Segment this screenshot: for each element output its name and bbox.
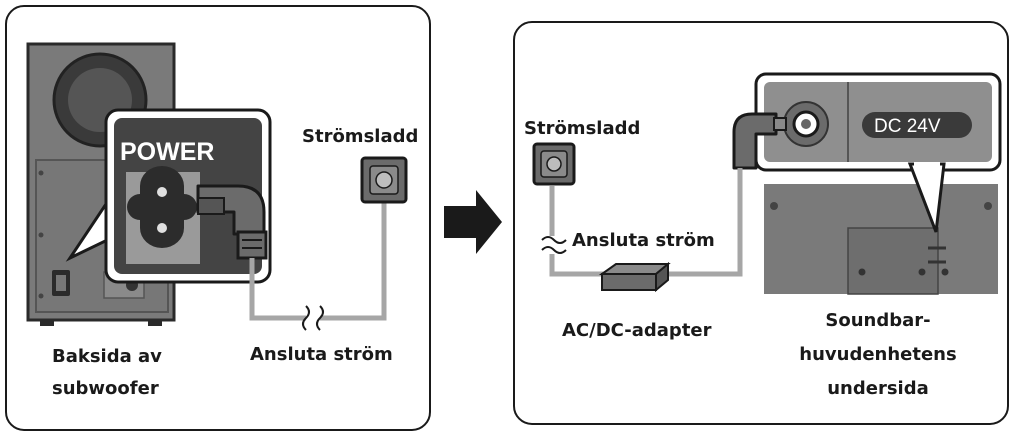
soundbar-caption-line2: huvudenhetens (799, 344, 956, 365)
right-panel: DC 24V Strömsladd Ansluta ström AC/DC-ad… (513, 21, 1009, 425)
left-connect-label: Ansluta ström (250, 344, 393, 365)
left-panel: POWER Strömsladd Ansluta ström Ba (5, 5, 431, 431)
power-plug-icon (196, 184, 268, 260)
dc-jack-callout: DC 24V (754, 72, 1002, 233)
right-cord-label: Strömsladd (524, 118, 640, 139)
wall-outlet-icon (532, 142, 576, 186)
subwoofer-caption-line1: Baksida av (52, 346, 162, 367)
dc-plug-icon (732, 112, 787, 170)
power-inlet-callout: POWER (65, 108, 272, 284)
soundbar-caption-line1: Soundbar- (825, 310, 930, 331)
subwoofer-caption-line2: subwoofer (52, 378, 159, 399)
soundbar-caption-line3: undersida (827, 378, 929, 399)
power-label: POWER (120, 138, 214, 166)
left-cord-label: Strömsladd (302, 126, 418, 147)
soundbar-underside (764, 184, 998, 295)
dc-label: DC 24V (874, 116, 941, 137)
right-connect-label: Ansluta ström (572, 230, 715, 251)
adapter-label: AC/DC-adapter (562, 320, 712, 341)
wall-outlet-icon (360, 156, 408, 204)
ac-cable (549, 186, 604, 277)
arrow-right-icon (444, 190, 502, 254)
ac-dc-adapter-icon (598, 261, 671, 293)
dc-cable (666, 168, 743, 277)
